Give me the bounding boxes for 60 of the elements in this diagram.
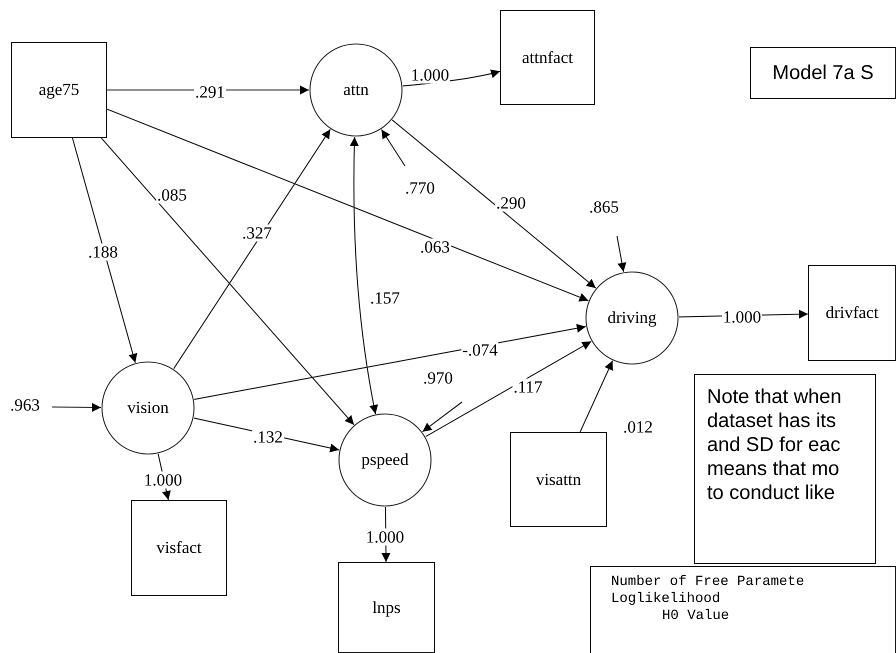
output-line: H0 Value [661, 608, 730, 624]
edge-label: .132 [252, 428, 284, 446]
note-box [694, 374, 876, 564]
path-arrow [100, 138, 354, 426]
variable-box [131, 500, 227, 596]
node-label: attnfact [522, 48, 573, 68]
path-arrow [194, 324, 586, 400]
path-arrow [106, 108, 589, 302]
edge-label: .157 [369, 290, 401, 306]
path-arrow [381, 129, 406, 166]
variable-box [338, 562, 435, 653]
edge-label: .970 [422, 370, 454, 386]
edge-label: .188 [87, 244, 119, 260]
node-label: visattn [536, 470, 582, 490]
path-arrow [350, 136, 378, 414]
path-arrow [52, 402, 102, 412]
latent-circle [309, 43, 403, 137]
node-label: visfact [156, 538, 202, 558]
path-arrow [422, 402, 462, 432]
path-arrow [392, 120, 596, 288]
edge-label: 1.000 [722, 308, 762, 326]
path-arrow [173, 129, 331, 369]
edge-label: .291 [194, 84, 226, 100]
node-label: age75 [38, 80, 80, 100]
variable-box [510, 432, 607, 527]
edge-label: 1.000 [142, 472, 184, 488]
title-box [750, 47, 896, 99]
latent-circle [101, 361, 195, 455]
node-label: drivfact [826, 303, 878, 323]
edge-label: -.074 [461, 342, 499, 358]
node-label: vision [127, 398, 169, 418]
edge-label: .865 [588, 198, 620, 216]
node-label: lnps [372, 598, 401, 618]
variable-box [11, 42, 107, 138]
edge-label: .770 [404, 180, 436, 196]
edge-label: 1.000 [364, 528, 406, 546]
edge-label: .117 [512, 378, 544, 396]
path-arrow [425, 340, 592, 438]
node-label: attn [343, 80, 369, 100]
edge-label: .963 [9, 396, 41, 414]
variable-box [500, 10, 595, 105]
edge-label: .085 [156, 186, 188, 204]
node-label: driving [607, 308, 657, 328]
path-arrow [616, 236, 626, 272]
output-box [590, 566, 896, 653]
edge-label: 1.000 [410, 66, 450, 84]
latent-circle [585, 271, 679, 365]
edge-label: .063 [419, 238, 451, 256]
edge-label: .012 [622, 418, 654, 436]
note-text: Note that when dataset has its and SD for eac means that mo to conduct like [707, 385, 843, 505]
path-arrow [72, 138, 138, 363]
output-line: Number of Free Paramete [611, 574, 804, 591]
path-arrow [580, 360, 614, 432]
variable-box [808, 265, 896, 361]
node-label: Model 7a S [772, 62, 874, 84]
edge-label: .327 [241, 224, 273, 242]
latent-circle [338, 413, 432, 507]
output-line: Loglikelihood [611, 590, 720, 608]
node-label: pspeed [361, 450, 409, 470]
edge-label: .290 [495, 194, 527, 212]
